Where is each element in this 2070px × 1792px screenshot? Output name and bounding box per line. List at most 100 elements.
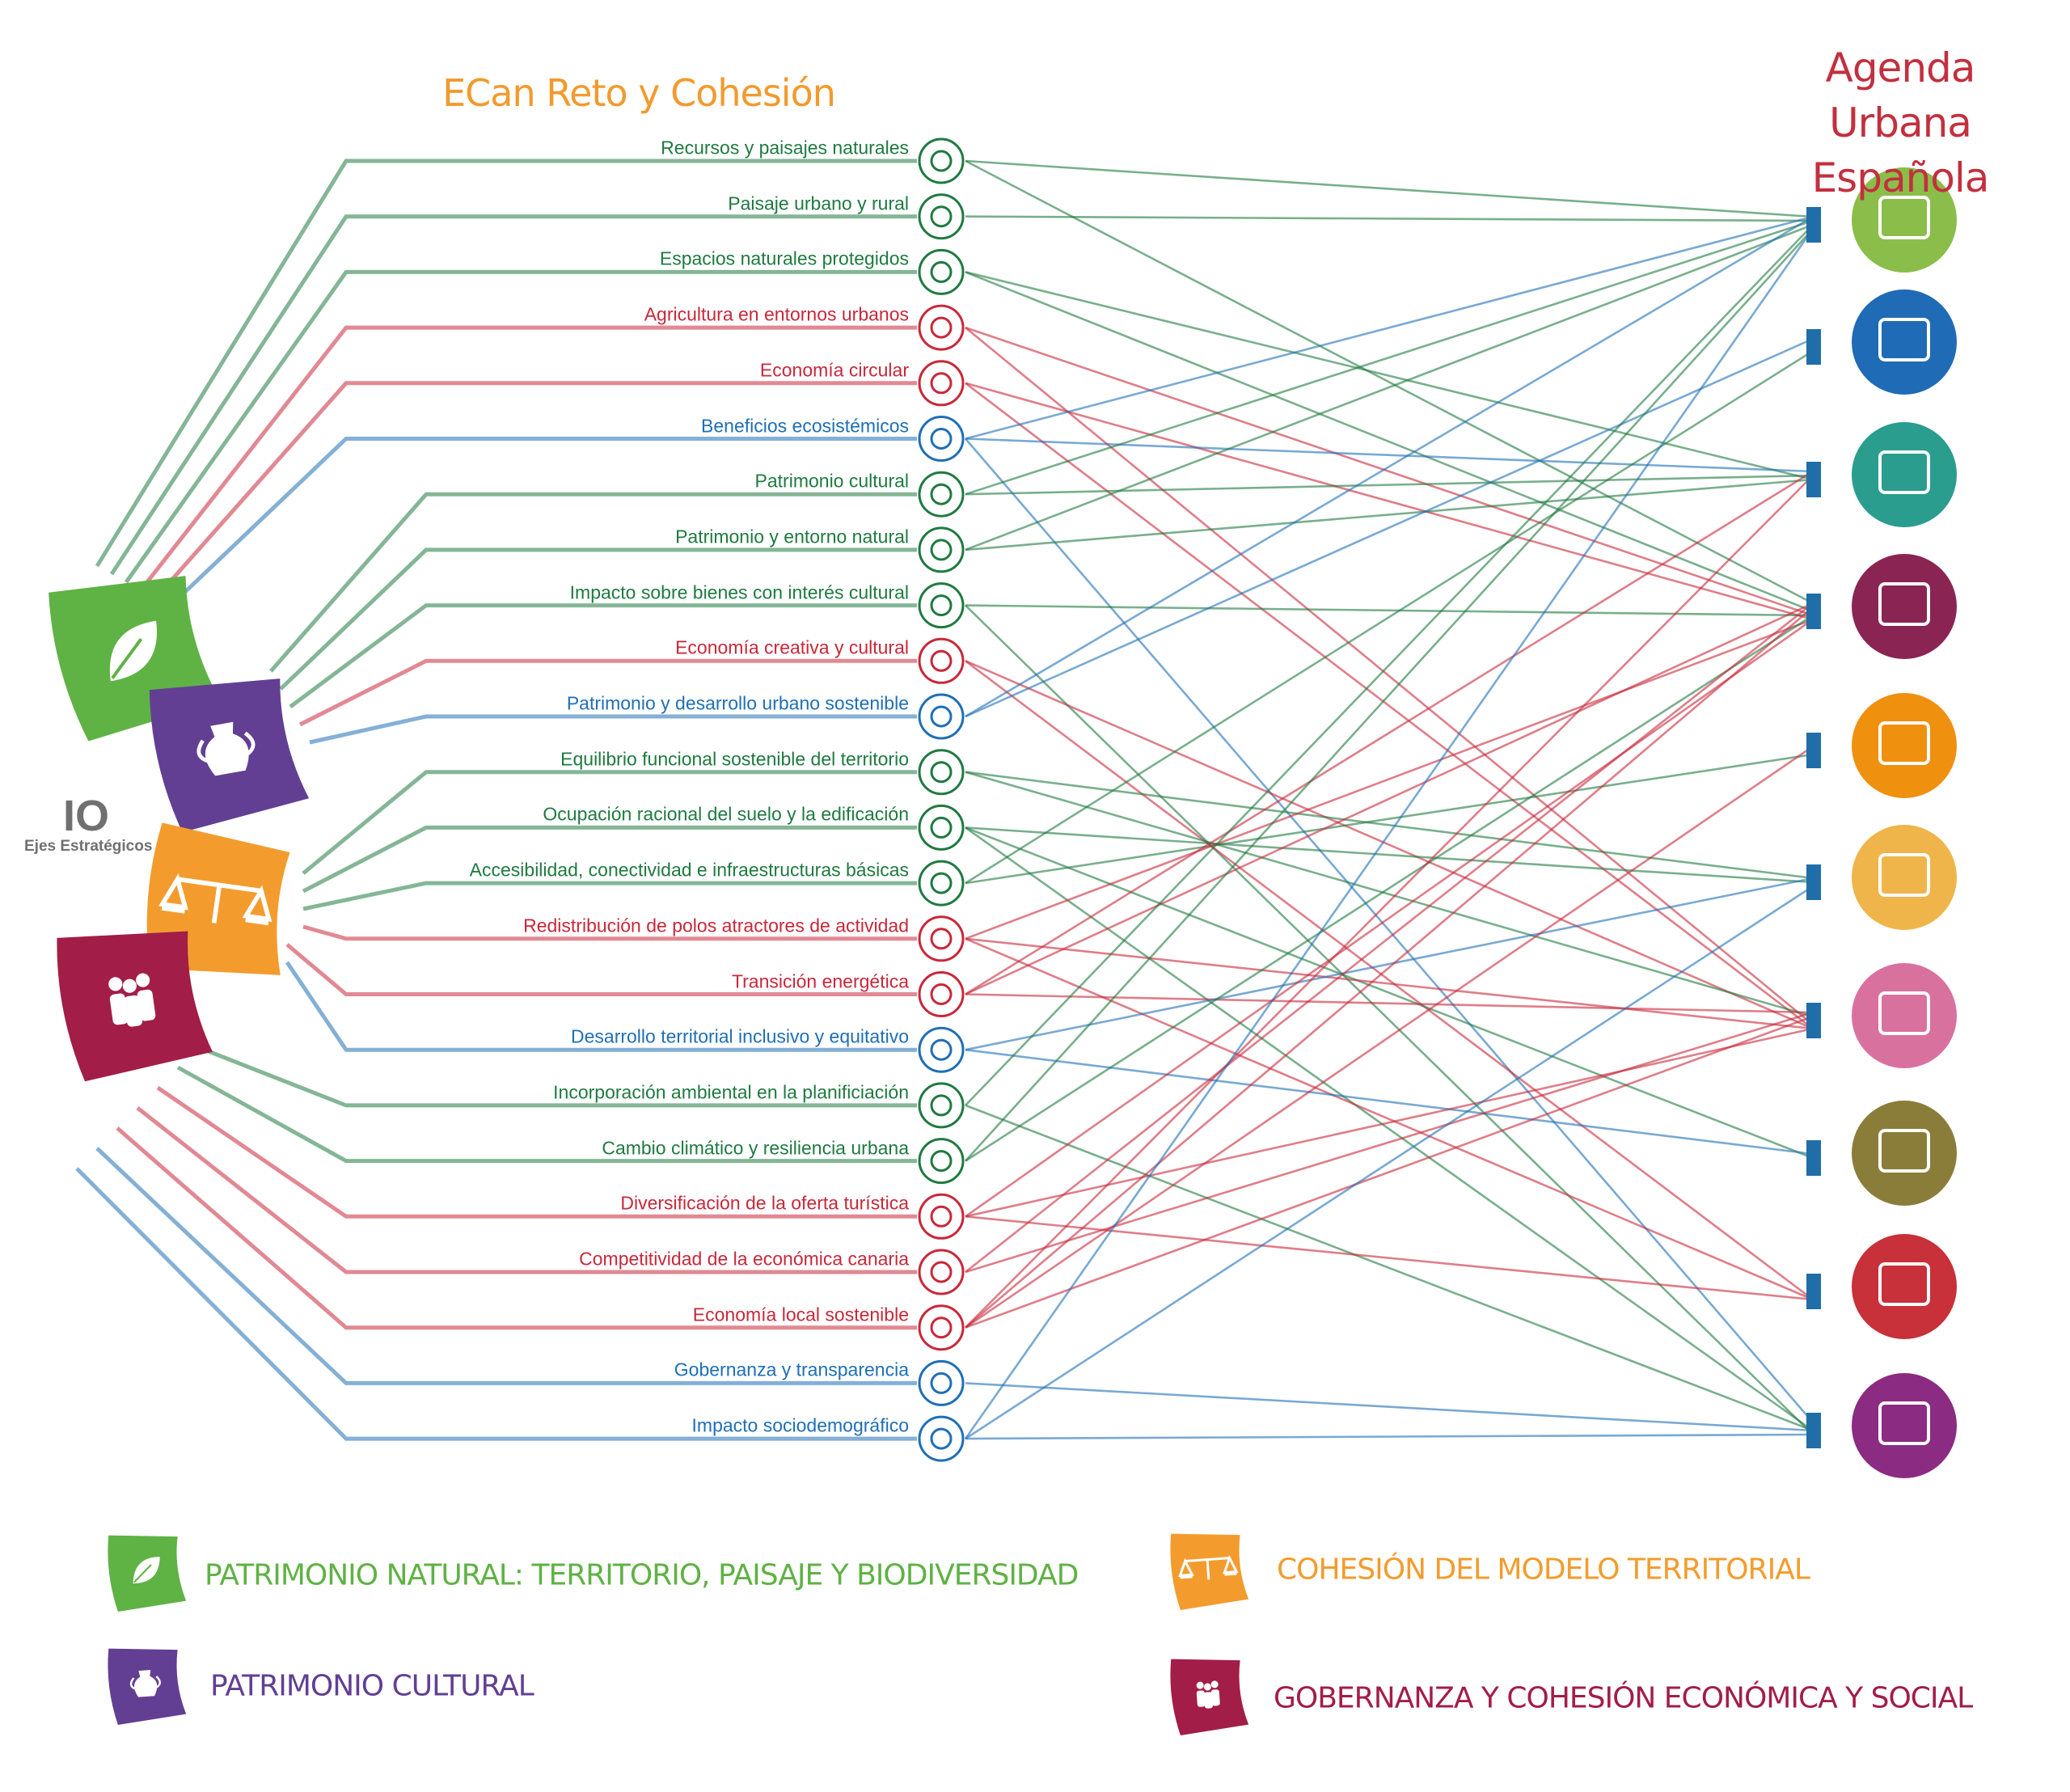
item-icon — [918, 304, 965, 351]
axes-label: Ejes Estratégicos — [24, 838, 153, 855]
item-icon-glyph — [930, 594, 953, 617]
item-icon-glyph — [930, 372, 953, 395]
item-icon — [918, 1026, 965, 1073]
target-link-line — [965, 993, 1814, 1014]
target-link-line — [965, 159, 1814, 605]
legend-label: PATRIMONIO CULTURAL — [210, 1669, 534, 1703]
target-glyph — [1878, 853, 1930, 897]
item-label: Diversificación de la oferta turística — [620, 1192, 909, 1214]
target-link-line — [965, 771, 1814, 880]
item-label: Paisaje urbano y rural — [728, 192, 909, 214]
item-icon-ring — [918, 971, 965, 1017]
target-link-line — [965, 159, 1814, 218]
target-link-line — [965, 215, 1814, 718]
item-icon-ring — [918, 1026, 965, 1073]
target-link-line — [965, 885, 1814, 1440]
target-circle — [1852, 1101, 1957, 1206]
target-link-line — [965, 382, 1814, 621]
axis-link-line — [289, 603, 917, 709]
leaf-icon — [106, 617, 160, 685]
item-icon — [918, 915, 965, 962]
target-link-line — [965, 826, 1814, 1160]
item-icon-ring — [918, 526, 965, 573]
target-link-line — [965, 337, 1814, 718]
item-icon-glyph — [930, 1261, 953, 1283]
target-link-line — [965, 475, 1814, 1329]
item-label: Ocupación racional del suelo y la edific… — [543, 803, 909, 825]
target-link-line — [965, 618, 1814, 940]
target-circle — [1852, 825, 1957, 930]
target-link-line — [965, 271, 1814, 481]
scales-axis-badge — [1170, 1533, 1249, 1611]
item-icon — [918, 360, 965, 407]
target-link-line — [965, 1027, 1814, 1218]
item-icon — [918, 693, 965, 740]
item-icon-ring — [918, 1082, 965, 1129]
item-label: Incorporación ambiental en la planificia… — [553, 1081, 909, 1103]
item-label: Economía local sostenible — [692, 1304, 909, 1325]
item-label: Recursos y paisajes naturales — [661, 137, 909, 158]
item-icon-ring — [918, 471, 965, 518]
item-icon — [918, 1193, 965, 1240]
target-link-line — [965, 618, 1814, 1218]
people-icon — [108, 973, 156, 1027]
target-glyph — [1878, 582, 1930, 626]
item-label: Agricultura en entornos urbanos — [644, 303, 909, 325]
axis-link-line — [302, 881, 917, 911]
item-icon-ring — [918, 416, 965, 462]
target-link-line — [965, 771, 1814, 1018]
target-link-line — [965, 326, 1814, 617]
park-icon — [1852, 167, 1957, 273]
item-label: Economía creativa y cultural — [675, 636, 909, 658]
axis-link-line — [136, 1106, 917, 1274]
item-label: Accesibilidad, conectividad e infraestru… — [469, 859, 909, 881]
item-icon-glyph — [930, 1317, 953, 1339]
item-icon-glyph — [930, 260, 953, 283]
target-links — [964, 159, 1814, 1440]
item-icon-glyph — [930, 483, 953, 505]
target-link-line — [965, 219, 1814, 496]
item-icon — [918, 193, 965, 240]
item-icon-glyph — [930, 983, 953, 1005]
scales-icon — [1178, 1554, 1239, 1580]
target-connector — [1806, 1413, 1821, 1448]
target-circle — [1852, 554, 1957, 659]
leaf-axis-badge — [108, 1535, 187, 1612]
target-link-line — [965, 228, 1814, 1162]
target-connector — [1806, 1140, 1821, 1176]
target-link-line — [965, 215, 1814, 222]
item-label: Competitividad de la económica canaria — [579, 1248, 909, 1270]
axis-link-line — [124, 269, 917, 584]
storm-cloud-icon — [1852, 422, 1957, 527]
target-glyph — [1878, 318, 1930, 361]
item-icon-glyph — [930, 705, 953, 728]
item-icon — [918, 1138, 965, 1185]
people-axis-badge — [57, 931, 213, 1082]
item-icon-glyph — [930, 316, 953, 339]
item-icon-ring — [918, 804, 965, 851]
item-icon-ring — [918, 248, 965, 295]
axis-link-line — [116, 1126, 917, 1330]
people-axis-badge — [1170, 1659, 1249, 1736]
growth-chart-icon — [1852, 554, 1957, 659]
item-label: Beneficios ecosistémicos — [701, 415, 909, 436]
item-icon-ring — [918, 915, 965, 962]
leaf-icon — [131, 1555, 162, 1586]
item-icon-ring — [918, 637, 965, 684]
item-icon-ring — [918, 1415, 965, 1462]
target-link-line — [965, 660, 1814, 1301]
item-icon-ring — [918, 1359, 965, 1406]
axis-link-line — [285, 961, 917, 1052]
item-label: Patrimonio y entorno natural — [675, 526, 909, 547]
target-link-line — [965, 215, 1814, 440]
ecan-title: ECan Reto y Cohesión — [442, 71, 836, 115]
target-connector — [1806, 594, 1821, 629]
item-label: Impacto sobre bienes con interés cultura… — [569, 581, 909, 603]
legend-label: GOBERNANZA Y COHESIÓN ECONÓMICA Y SOCIAL — [1274, 1681, 1973, 1715]
item-icon-glyph — [930, 761, 953, 784]
target-glyph — [1878, 1129, 1930, 1173]
target-connector — [1806, 462, 1821, 497]
axis-links — [75, 158, 917, 1441]
target-connector — [1806, 207, 1821, 243]
target-circle — [1852, 290, 1957, 395]
